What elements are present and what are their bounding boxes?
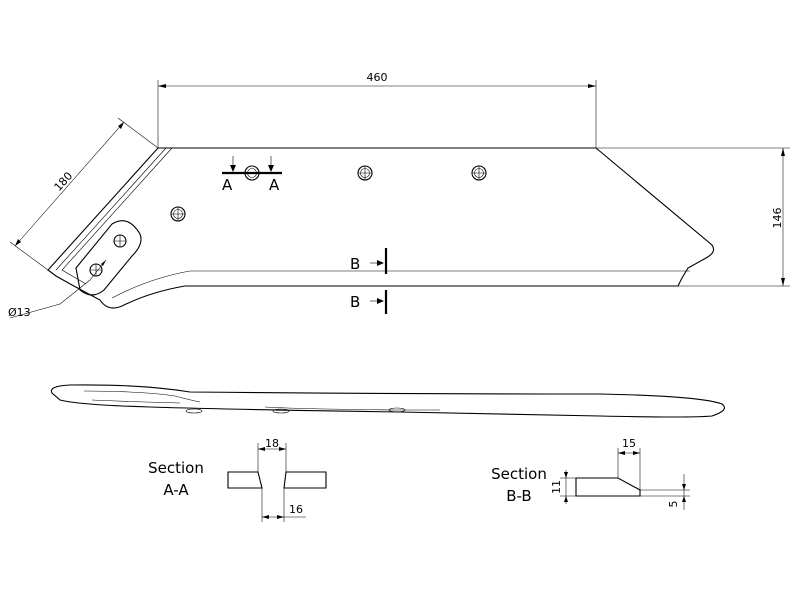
section-b-block (575, 477, 641, 497)
section-b-top-label: B (350, 255, 360, 273)
dim-a-top-label: 18 (265, 437, 279, 450)
dim-edge-label: 180 (52, 170, 76, 194)
section-a-left-label: A (222, 176, 233, 194)
dim-b-edge (640, 474, 690, 510)
dim-b-edge-label: 5 (667, 501, 680, 508)
bolt-hole-3 (357, 165, 373, 181)
side-hole-2 (272, 408, 290, 414)
section-a-view: Section A-A 18 16 (148, 437, 327, 522)
plan-view: A A B B 460 146 (8, 71, 790, 319)
side-hole-3 (388, 407, 406, 413)
section-b-bottom-label: B (350, 293, 360, 311)
section-a-title-2: A-A (163, 481, 189, 499)
section-a-right-block (283, 471, 327, 489)
dim-height-label: 146 (771, 208, 784, 229)
plate-hole-2-center (90, 264, 102, 276)
section-a-left-block (227, 471, 263, 489)
side-hole-1 (185, 408, 203, 414)
section-b-view: Section B-B 15 11 5 (491, 437, 690, 510)
bottom-bevel-line (111, 270, 690, 299)
mounting-plate (75, 220, 142, 296)
dim-length (157, 80, 597, 148)
side-view (50, 384, 725, 418)
blade-outline (47, 147, 715, 309)
section-a-title-1: Section (148, 459, 204, 477)
side-detail-1 (83, 390, 201, 403)
dim-a-bottom-label: 16 (289, 503, 303, 516)
section-b-title-2: B-B (506, 487, 531, 505)
dim-height (596, 147, 790, 287)
bevel-line-heel (55, 147, 167, 271)
section-a-right-label: A (269, 176, 280, 194)
dim-b-width-label: 15 (622, 437, 636, 450)
side-detail-3 (264, 406, 440, 411)
dim-hole-label: Ø13 (8, 306, 31, 319)
side-detail-2 (91, 399, 181, 404)
plate-hole-1-center (114, 235, 126, 247)
dim-length-label: 460 (367, 71, 388, 84)
bevel-line-edge (61, 147, 173, 285)
bolt-hole-1 (170, 206, 186, 222)
section-a-cut (222, 156, 282, 175)
bolt-hole-4 (471, 165, 487, 181)
section-b-title-1: Section (491, 465, 547, 483)
dim-hole-leader (9, 259, 107, 319)
dim-edge (9, 117, 159, 271)
side-outline (50, 384, 725, 418)
dim-b-thickness-label: 11 (550, 480, 563, 494)
section-b-cut (370, 248, 388, 314)
